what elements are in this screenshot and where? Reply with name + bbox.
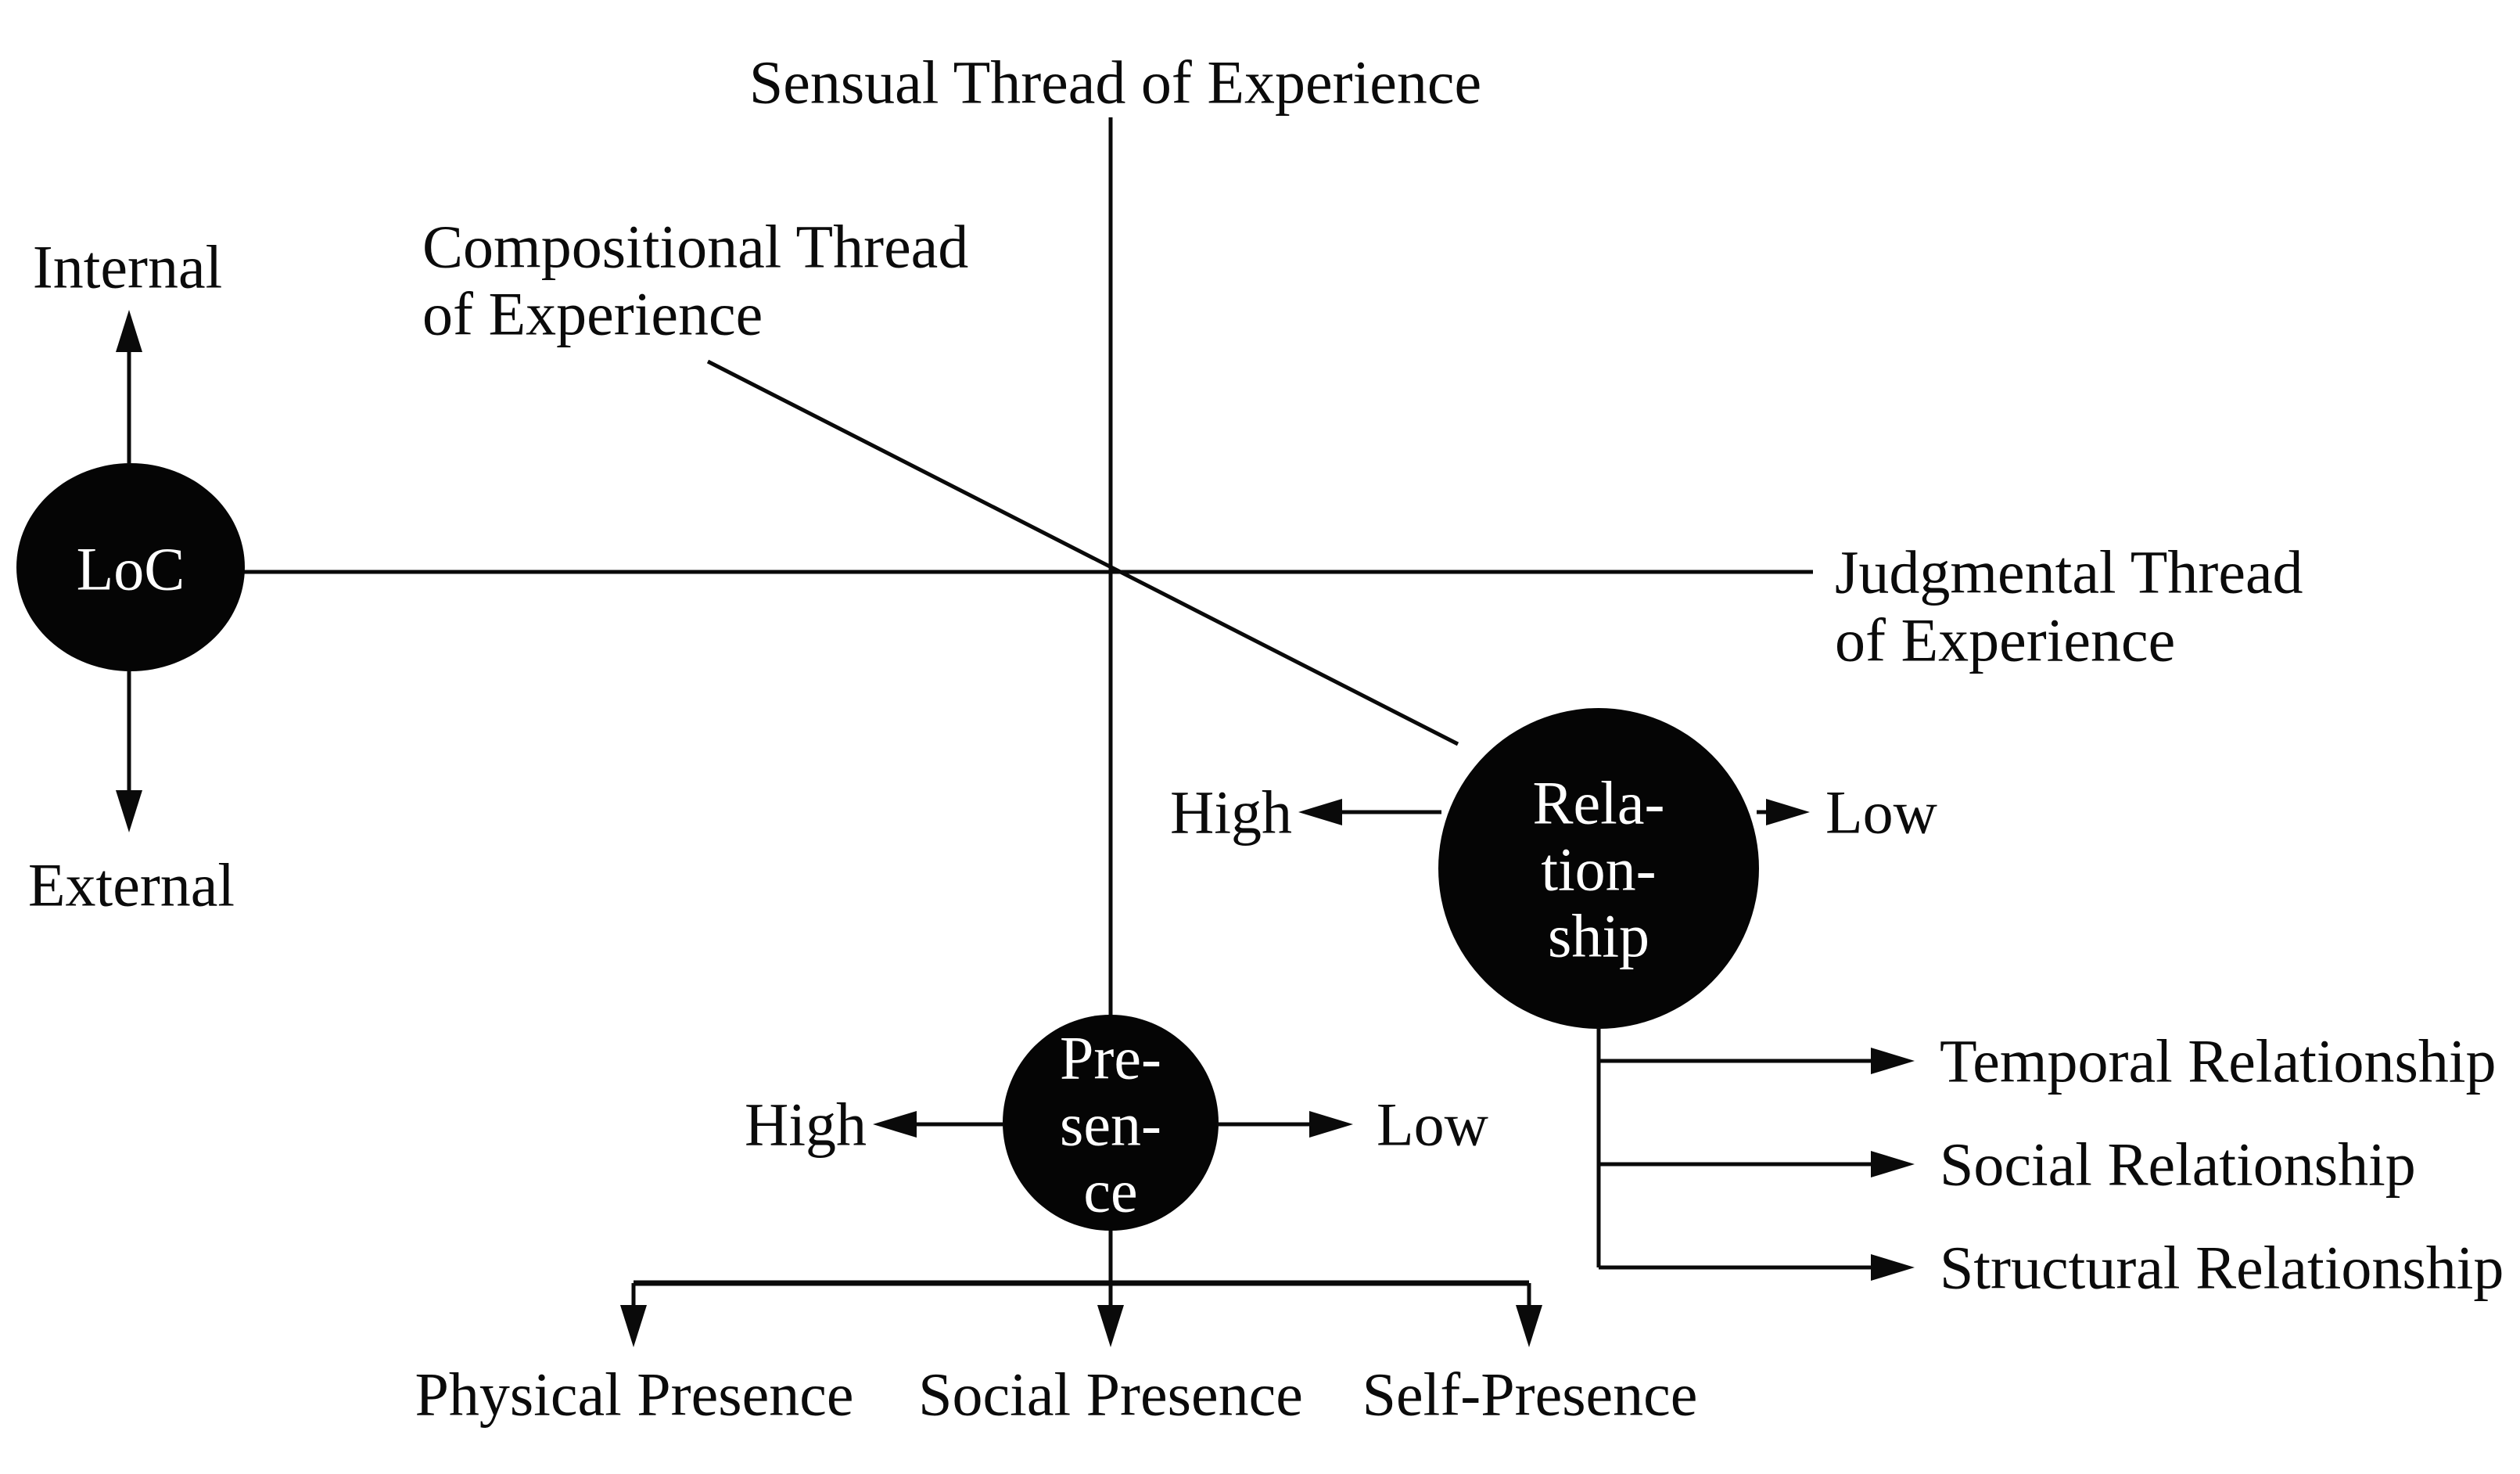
presence-branch-physical: Physical Presence: [415, 1283, 854, 1429]
compositional-thread-axis: Compositional Thread of Experience: [422, 213, 1459, 746]
social-presence-arrowhead-icon: [1097, 1305, 1124, 1347]
presence-node: Pre- sen- ce High Low Physical Presence: [415, 1015, 1697, 1429]
relationship-low-arrowhead-icon: [1766, 799, 1810, 825]
presence-node-label-line2: sen-: [1060, 1091, 1161, 1159]
physical-branch-arrowhead-icon: [620, 1305, 647, 1347]
compositional-thread-label-line2: of Experience: [422, 280, 763, 348]
temporal-branch-arrowhead-icon: [1871, 1048, 1915, 1074]
loc-node-label: LoC: [77, 535, 185, 603]
structural-relationship-label: Structural Relationship: [1940, 1234, 2504, 1302]
presence-high-arrowhead-icon: [873, 1111, 917, 1138]
physical-presence-label: Physical Presence: [415, 1361, 853, 1429]
relationship-branch-temporal: Temporal Relationship: [1599, 1027, 2497, 1095]
relationship-node-label-line3: ship: [1548, 902, 1649, 970]
relationship-node-label-line2: tion-: [1541, 836, 1656, 904]
loc-external-label: External: [28, 851, 235, 919]
relationship-high-arrowhead-icon: [1298, 799, 1342, 825]
judgmental-thread-label-line1: Judgmental Thread: [1835, 538, 2303, 606]
loc-node-circle: [16, 463, 245, 671]
self-branch-arrowhead-icon: [1516, 1305, 1542, 1347]
presence-branch-social: Social Presence: [918, 1305, 1303, 1429]
relationship-high-arrow: [1298, 799, 1441, 825]
sensual-thread-label: Sensual Thread of Experience: [749, 49, 1481, 117]
presence-low-label: Low: [1377, 1091, 1488, 1159]
self-presence-label: Self-Presence: [1362, 1361, 1698, 1429]
structural-branch-arrowhead-icon: [1871, 1254, 1915, 1281]
relationship-branch-structural: Structural Relationship: [1599, 1234, 2504, 1302]
loc-external-arrow: [116, 670, 142, 832]
compositional-axis-line: [706, 359, 1459, 746]
relationship-node-circle: [1438, 708, 1759, 1029]
loc-internal-arrowhead-icon: [116, 310, 142, 352]
judgmental-thread-label-line2: of Experience: [1835, 606, 2175, 674]
judgmental-thread-axis: Judgmental Thread of Experience: [243, 538, 2303, 674]
loc-internal-arrow: [116, 310, 142, 465]
relationship-branch-social: Social Relationship: [1599, 1131, 2416, 1199]
presence-node-circle: [1003, 1015, 1219, 1231]
relationship-node: Rela- tion- ship High Low Temporal Relat…: [1170, 708, 2504, 1302]
presence-branch-self: Self-Presence: [1362, 1283, 1698, 1429]
presence-node-label-line3: ce: [1083, 1157, 1137, 1225]
presence-high-arrow: [873, 1111, 1004, 1138]
presence-low-arrow: [1217, 1111, 1353, 1138]
social-relationship-label: Social Relationship: [1940, 1131, 2416, 1199]
loc-external-arrowhead-icon: [116, 790, 142, 832]
relationship-low-arrow: [1757, 799, 1810, 825]
relationship-low-label: Low: [1825, 778, 1937, 847]
social-branch-arrowhead-icon: [1871, 1151, 1915, 1177]
loc-node: LoC Internal External: [16, 233, 245, 919]
social-presence-label: Social Presence: [918, 1361, 1303, 1429]
relationship-node-label-line1: Rela-: [1533, 769, 1665, 837]
loc-internal-label: Internal: [33, 233, 223, 301]
presence-node-label-line1: Pre-: [1060, 1024, 1161, 1092]
compositional-thread-label-line1: Compositional Thread: [422, 213, 968, 281]
presence-high-label: High: [745, 1091, 867, 1159]
relationship-high-label: High: [1170, 778, 1292, 847]
temporal-relationship-label: Temporal Relationship: [1940, 1027, 2497, 1095]
presence-low-arrowhead-icon: [1309, 1111, 1353, 1138]
